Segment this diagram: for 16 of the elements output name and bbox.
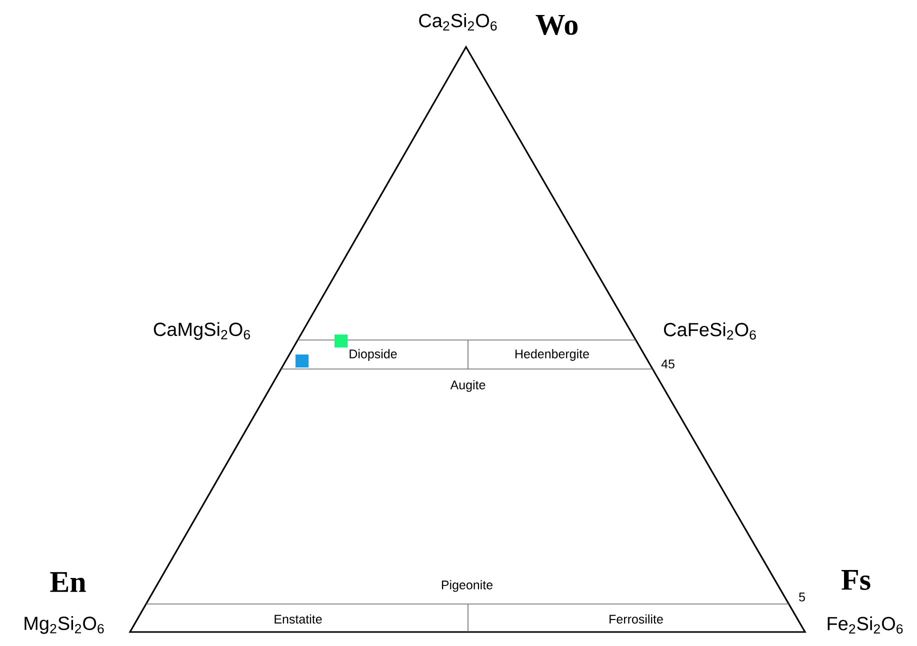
end-member-formula: Ca$_{2}$Si$_{2}$O$_{6}$ [419,13,497,31]
end-member-label: En [50,572,86,592]
scale-value: 45 [661,360,674,368]
field-label: Diopside [350,349,397,361]
scale-value: 5 [799,592,805,602]
end-member-formula: CaFeSi$_{2}$O$_{6}$ [664,322,756,340]
field-label: Ferrosilite [610,614,663,624]
end-member-formula: Mg$_{2}$Si$_{2}$O$_{6}$ [24,616,104,634]
field-label: Hedenbergite [516,349,589,361]
end-member-formula: CaMgSi$_{2}$O$_{6}$ [154,322,250,340]
end-member-label: Fs [842,570,870,590]
field-label: Enstatite [274,614,322,624]
field-label: Augite [450,380,486,392]
end-member-label: Wo [536,14,578,36]
field-label: Pigeonite [442,580,492,592]
end-member-formula: Fe$_{2}$Si$_{2}$O$_{6}$ [828,616,903,634]
